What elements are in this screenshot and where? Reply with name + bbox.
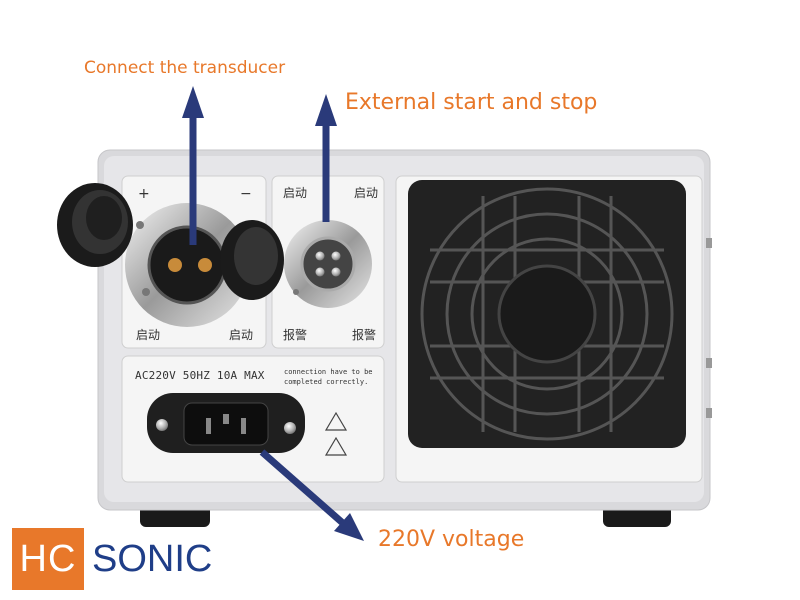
left-start-label: 启动 <box>136 328 161 342</box>
connection-notice-line-1: connection have to be <box>284 368 373 376</box>
transducer-socket <box>147 225 227 305</box>
power-rating-label: AC220V 50HZ 10A MAX <box>135 369 265 382</box>
fan-hub <box>497 264 597 364</box>
external-socket <box>300 236 356 292</box>
logo-hc: HC <box>12 528 84 590</box>
logo-sonic: SONIC <box>92 538 213 580</box>
ext-start-label-2: 启动 <box>354 186 379 200</box>
left-start-label-2: 启动 <box>229 328 254 342</box>
left-rubber-cap <box>57 183 133 267</box>
connection-notice-line-2: completed correctly. <box>284 378 369 386</box>
warning-symbols <box>324 411 348 456</box>
callout-external-start-stop: External start and stop <box>345 90 598 115</box>
alarm-label-2: 报警 <box>352 328 377 342</box>
minus-label: − <box>240 186 252 202</box>
alarm-label: 报警 <box>283 328 308 342</box>
callout-220v-voltage: 220V voltage <box>378 527 525 552</box>
ext-start-label: 启动 <box>283 186 308 200</box>
plus-label: + <box>138 186 150 202</box>
middle-rubber-cap <box>220 220 284 300</box>
connection-notice: connection have to be completed correctl… <box>284 367 384 387</box>
callout-connect-transducer: Connect the transducer <box>84 58 286 78</box>
arrows <box>182 86 364 541</box>
fan-grille <box>420 187 674 441</box>
hc-sonic-logo: HC SONIC <box>12 528 212 590</box>
